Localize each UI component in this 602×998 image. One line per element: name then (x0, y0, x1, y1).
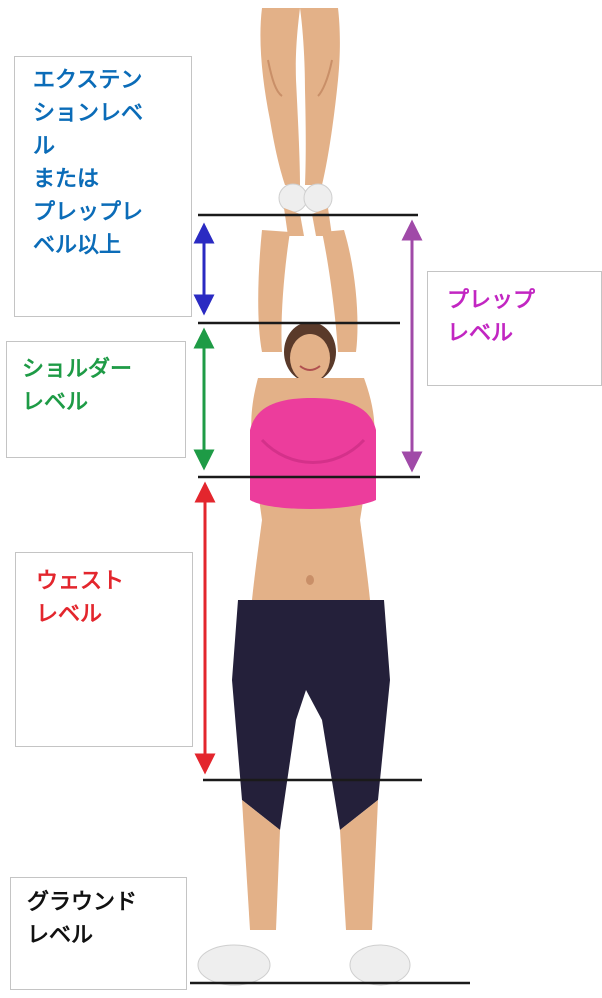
waist-level-label: ウェスト レベル (36, 565, 124, 631)
waist-level-box (15, 552, 193, 747)
flyer-legs (260, 8, 340, 213)
extension-level-label: エクステン ションレベ ル または プレップレ ベル以上 (33, 64, 143, 262)
base-head (284, 322, 336, 382)
base-arms (258, 208, 358, 352)
extension-level-box (14, 56, 192, 317)
ground-level-label: グラウンド レベル (27, 886, 137, 952)
waist-label-line-2: レベル (36, 602, 103, 627)
extension-label-line-5: プレップレ (33, 200, 144, 225)
extension-label-line-1: エクステン (33, 68, 143, 93)
ground-label-line-1: グラウンド (27, 890, 138, 915)
base-torso (250, 378, 376, 600)
ground-label-line-2: レベル (27, 923, 94, 948)
shoulder-label-line-1: ショルダー (22, 357, 133, 382)
prep-level-box (427, 271, 602, 386)
extension-label-line-3: ル (33, 134, 56, 159)
shoulder-label-line-2: レベル (22, 390, 89, 415)
extension-label-line-6: ベル以上 (33, 233, 122, 258)
shoulder-level-label: ショルダー レベル (22, 353, 132, 419)
extension-label-line-4: または (33, 167, 100, 192)
shoulder-level-box (6, 341, 186, 458)
waist-label-line-1: ウェスト (36, 569, 125, 594)
base-legs (197, 600, 411, 986)
prep-level-label: プレップ レベル (447, 284, 535, 350)
ground-level-box (10, 877, 187, 990)
prep-label-line-1: プレップ (447, 288, 536, 313)
prep-label-line-2: レベル (447, 321, 514, 346)
extension-label-line-2: ションレベ (33, 101, 144, 126)
